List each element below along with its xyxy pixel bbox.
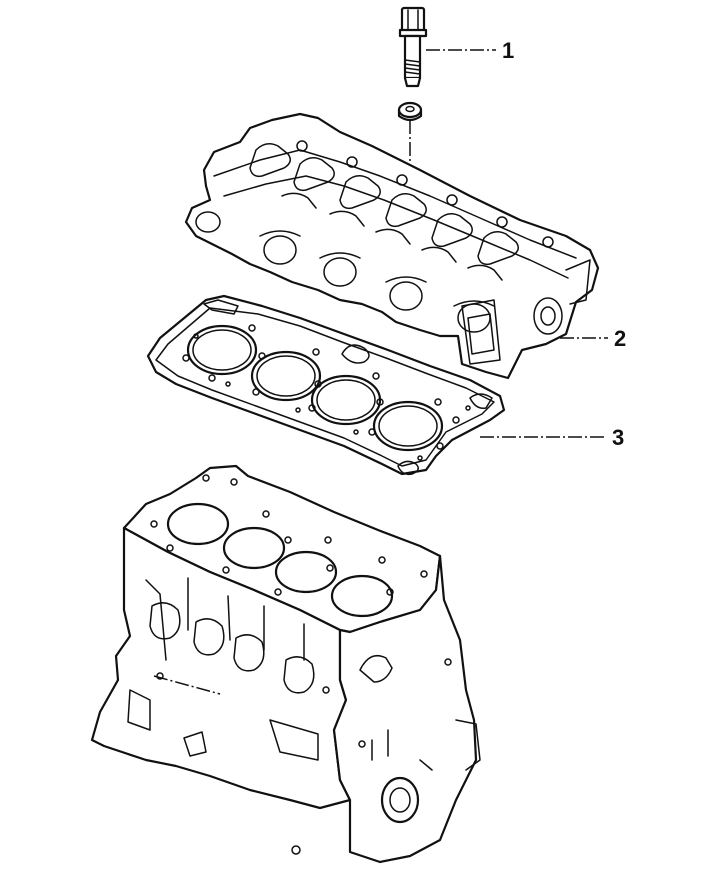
cylinder-head	[184, 112, 600, 380]
engine-block	[90, 464, 481, 864]
callout-2: 2	[560, 326, 626, 351]
callout-3: 3	[480, 425, 624, 450]
callout-1: 1	[426, 38, 514, 63]
head-gasket	[146, 294, 506, 476]
port-openings	[195, 211, 495, 333]
gasket-cylinder-bores	[186, 324, 444, 452]
bolt-washer	[397, 101, 423, 122]
head-end-face	[461, 259, 591, 365]
callout-1-number: 1	[502, 38, 514, 63]
gasket-bolt-holes	[182, 324, 471, 461]
rocker-arms	[249, 140, 554, 281]
head-bolt	[398, 6, 428, 88]
callout-2-number: 2	[614, 326, 626, 351]
block-cylinder-bores	[166, 502, 394, 618]
block-deck-holes	[150, 474, 428, 622]
callout-3-number: 3	[612, 425, 624, 450]
